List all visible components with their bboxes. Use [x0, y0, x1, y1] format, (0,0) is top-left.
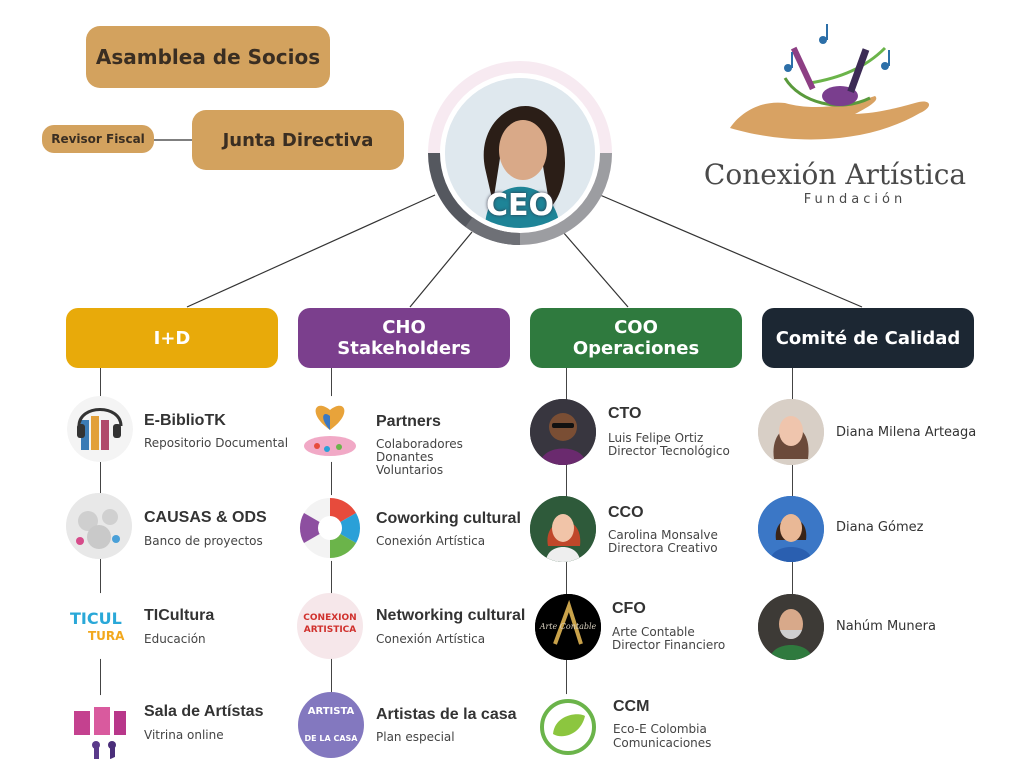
item-ticultura-sub: Educación: [144, 632, 206, 646]
item-ccm-sub-2: Comunicaciones: [613, 736, 712, 750]
dept-cho-sublabel: Stakeholders: [337, 338, 471, 359]
item-cto-title: CTO: [608, 405, 642, 422]
item-cto-sub-1: Luis Felipe Ortiz: [608, 431, 704, 445]
item-coworking-sub: Conexión Artística: [376, 534, 486, 548]
ceo-portrait-icon: [445, 78, 595, 228]
member-nahum-munera-avatar: [758, 594, 824, 660]
item-causas-title: CAUSAS & ODS: [144, 509, 267, 526]
hand-with-art-tools-icon: [730, 24, 930, 140]
auditor-box: Revisor Fiscal: [42, 125, 154, 153]
member-diana-arteaga-avatar: [758, 399, 824, 465]
item-cco-sub-2: Directora Creativo: [608, 541, 718, 555]
logo-subtitle: Fundación: [803, 192, 907, 207]
cco-avatar: [530, 496, 596, 562]
ceo-ring: [428, 61, 612, 245]
item-ccm-title: CCM: [613, 698, 650, 715]
item-sala-sub: Vitrina online: [144, 728, 224, 742]
item-causas-sub: Banco de proyectos: [144, 534, 263, 548]
dept-quality-box: Comité de Calidad: [762, 308, 974, 368]
item-sala-title: Sala de Artístas: [144, 703, 264, 720]
dept-coo-sublabel: Operaciones: [572, 338, 700, 359]
item-ticultura-title: TICultura: [144, 607, 215, 624]
item-coworking-title: Coworking cultural: [376, 510, 521, 527]
ticultura-logo-bottom: TURA: [88, 629, 125, 643]
item-cco-title: CCO: [608, 504, 644, 521]
artistas-casa-icon: ARTISTA DE LA CASA: [298, 692, 364, 758]
item-ccm-sub-1: Eco-E Colombia: [613, 722, 707, 736]
coworking-icon: [297, 495, 363, 561]
cto-avatar: [530, 399, 596, 465]
item-cco-sub-1: Carolina Monsalve: [608, 528, 718, 542]
sala-artistas-icon: [66, 695, 132, 761]
cfo-avatar: Arte Contable: [535, 594, 601, 660]
dept-cho-label: CHO: [382, 317, 426, 338]
networking-logo-top: CONEXION: [303, 613, 357, 623]
partners-icon: [297, 396, 363, 462]
board-box: Junta Directiva: [192, 110, 404, 170]
item-cfo-sub-1: Arte Contable: [612, 625, 695, 639]
ccm-icon: [535, 694, 601, 760]
item-networking-sub: Conexión Artística: [376, 632, 486, 646]
item-ebibliotk-title: E-BiblioTK: [144, 412, 226, 429]
dept-cho-box: CHO Stakeholders: [298, 308, 510, 368]
ceo-label: CEO: [485, 188, 554, 223]
logo-name: Conexión Artística: [703, 158, 967, 191]
item-artistas-sub: Plan especial: [376, 730, 455, 744]
assembly-box: Asamblea de Socios: [86, 26, 330, 88]
ticultura-logo-top: TICUL: [70, 609, 122, 628]
item-cfo-sub-2: Director Financiero: [612, 638, 726, 652]
ebibliotk-icon: [67, 396, 133, 462]
item-cto-sub-2: Director Tecnológico: [608, 444, 730, 458]
item-artistas-title: Artistas de la casa: [376, 706, 517, 723]
quality-tree-line: [792, 368, 793, 596]
dept-coo-label: COO: [614, 317, 658, 338]
networking-icon: CONEXION ARTISTICA: [297, 593, 363, 659]
item-ebibliotk-sub: Repositorio Documental: [144, 436, 289, 450]
member-diana-gomez-avatar: [758, 496, 824, 562]
arte-contable-logo-icon: [535, 594, 601, 660]
dept-coo-box: COO Operaciones: [530, 308, 742, 368]
item-partners-sub-3: Voluntarios: [376, 463, 444, 477]
ceo-photo: CEO: [445, 78, 595, 228]
artistas-logo-bottom: DE LA CASA: [304, 734, 358, 743]
member-diana-gomez: Diana Gómez: [836, 520, 924, 535]
networking-logo-bottom: ARTISTICA: [303, 625, 357, 635]
member-nahum-munera: Nahúm Munera: [836, 619, 936, 634]
item-cfo-title: CFO: [612, 600, 646, 617]
item-networking-title: Networking cultural: [376, 607, 526, 624]
artistas-logo-top: ARTISTA: [307, 706, 355, 717]
causas-ods-icon: [66, 493, 132, 559]
item-partners-title: Partners: [376, 413, 441, 430]
dept-id-label: I+D: [153, 327, 191, 349]
item-partners-sub-2: Donantes: [376, 450, 434, 464]
ticultura-icon: TICUL TURA: [66, 593, 132, 659]
member-diana-arteaga: Diana Milena Arteaga: [836, 425, 977, 440]
dept-quality-label: Comité de Calidad: [775, 327, 961, 349]
arte-contable-logo-text: Arte Contable: [539, 622, 597, 631]
item-partners-sub-1: Colaboradores: [376, 437, 463, 451]
leaf-icon: [540, 699, 596, 755]
ceo-node: CEO: [425, 58, 615, 248]
dept-id-box: I+D: [66, 308, 278, 368]
foundation-logo: Conexión Artística Fundación: [690, 18, 980, 213]
